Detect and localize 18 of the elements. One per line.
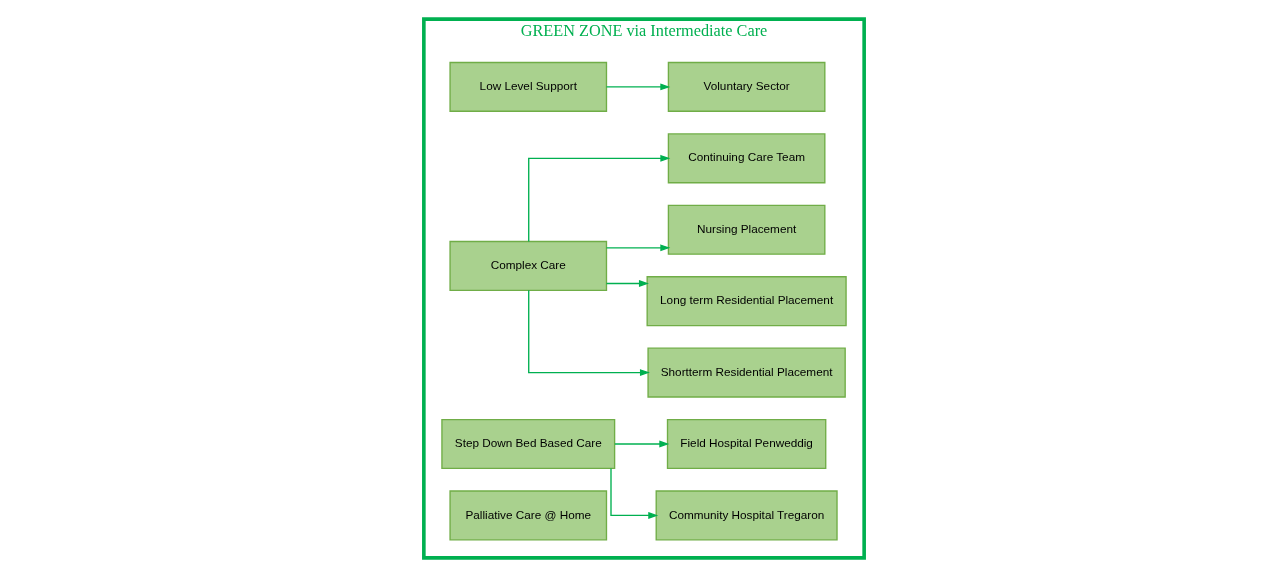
node-box: Community Hospital Tregaron [655,490,838,541]
arrow [605,280,649,287]
arrow [614,440,670,448]
node-box: Low Level Support [449,61,608,112]
node-box: Shortterm Residential Placement [647,347,846,398]
node-box: Field Hospital Penweddig [666,418,827,470]
node-box: Nursing Placement [667,204,826,255]
node-box: Continuing Care Team [667,133,826,184]
node-box: Voluntary Sector [667,61,826,112]
arrow [605,83,671,91]
node-box: Step Down Bed Based Care [441,418,616,470]
arrow [605,244,671,252]
arrow [528,154,671,243]
arrow [528,289,650,377]
node-box: Long term Residential Placement [646,276,847,327]
node-box: Complex Care [449,240,608,291]
arrow [610,467,659,519]
node-box: Palliative Care @ Home [449,490,608,541]
